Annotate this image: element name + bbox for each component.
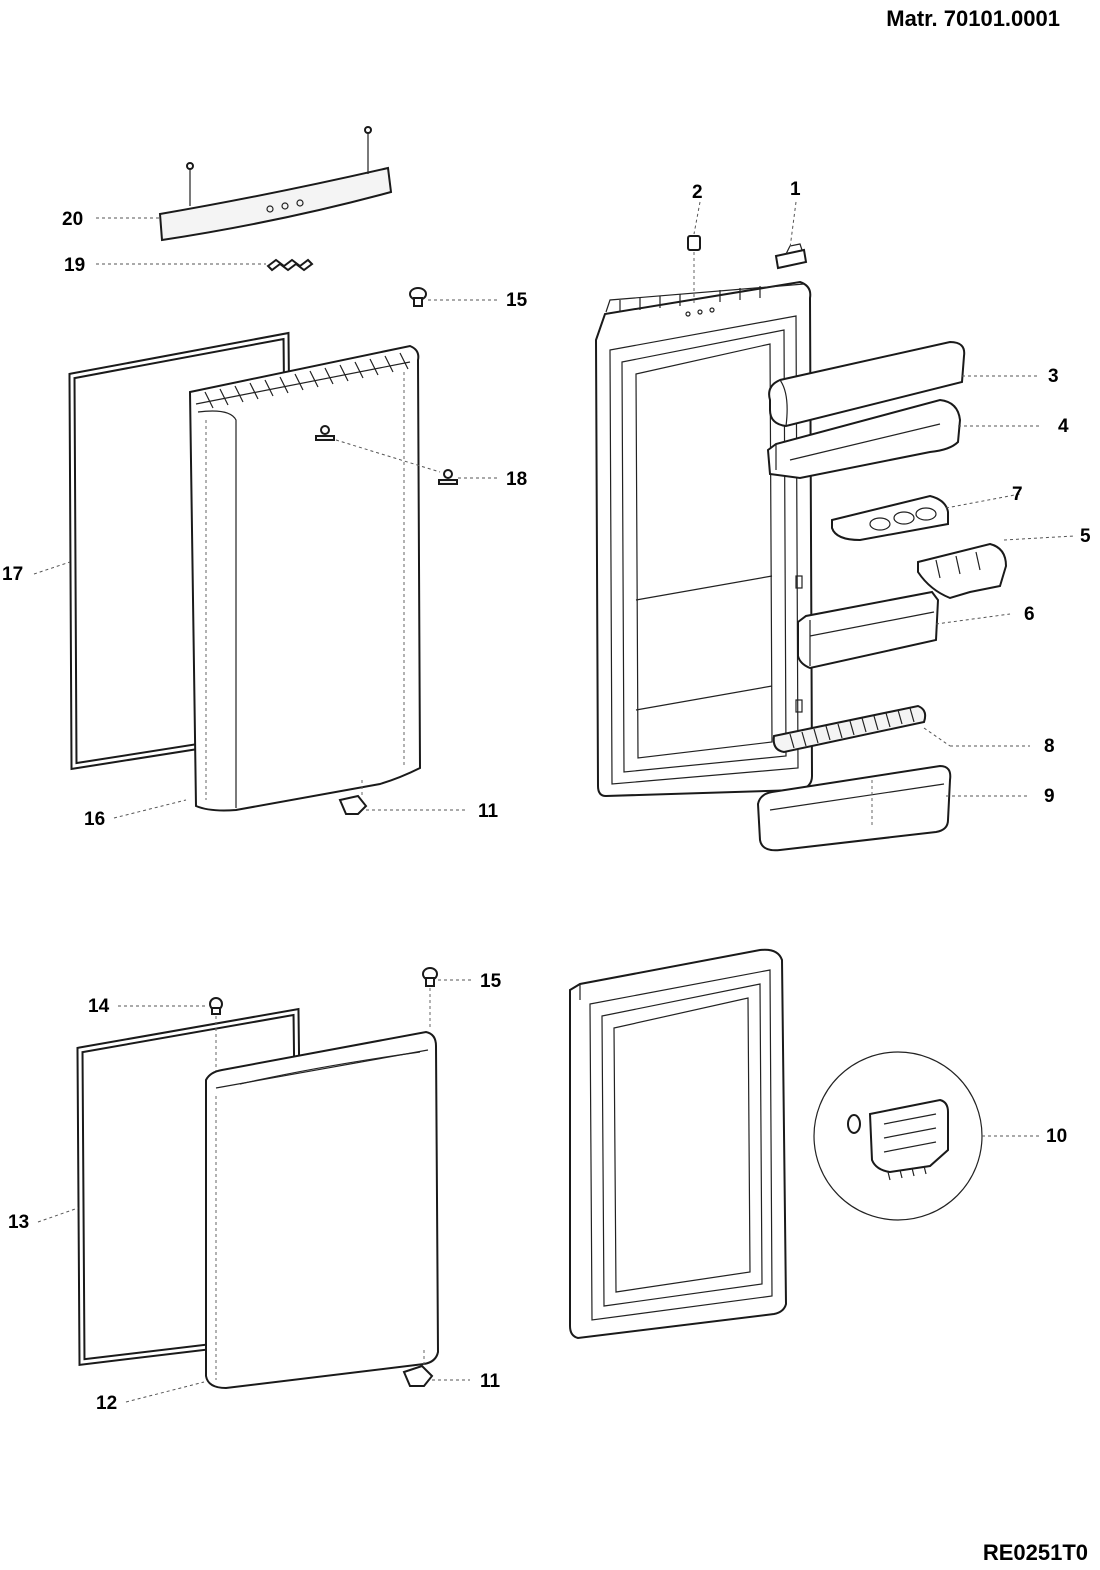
callout-9: 9 <box>1044 786 1055 807</box>
part-4-balcony-shelf <box>766 398 962 480</box>
callout-4: 4 <box>1058 416 1069 437</box>
part-19-handle-clip <box>266 258 314 272</box>
part-3-balcony-lid <box>768 340 966 428</box>
callout-16: 16 <box>84 809 105 830</box>
callout-14: 14 <box>88 996 110 1017</box>
part-11-hinge-bottom <box>402 1350 434 1387</box>
part-18-logo-mark <box>315 425 335 441</box>
part-9-bottle-balcony <box>756 764 952 852</box>
part-2-cap <box>687 235 701 251</box>
callout-labels: 1 2 3 4 5 6 7 8 9 10 11 11 12 13 14 15 1… <box>2 179 1091 1414</box>
part-6-door-balcony <box>797 590 940 670</box>
part-5-egg-holder <box>917 542 1008 600</box>
callout-6: 6 <box>1024 604 1035 625</box>
part-15-door-plug-top <box>409 287 427 307</box>
part-11-hinge-top <box>338 780 368 815</box>
callout-11-bottom: 11 <box>480 1371 501 1392</box>
callout-1: 1 <box>790 179 801 200</box>
callout-19: 19 <box>64 255 85 276</box>
part-8-bottle-holder <box>772 704 927 754</box>
callout-3: 3 <box>1048 366 1059 387</box>
callout-10: 10 <box>1046 1126 1067 1147</box>
part-16-fridge-door <box>188 344 422 812</box>
callout-7: 7 <box>1012 484 1023 505</box>
freezer-door-liner <box>569 948 788 1340</box>
callout-11-top: 11 <box>478 801 499 822</box>
leader-lines <box>33 201 1075 1403</box>
callout-12: 12 <box>96 1393 117 1414</box>
callout-15-top: 15 <box>506 290 528 311</box>
part-15-door-plug-bottom <box>422 967 438 1028</box>
part-12-freezer-door <box>205 1030 440 1390</box>
callout-20: 20 <box>62 209 83 230</box>
callout-13: 13 <box>8 1212 29 1233</box>
material-number: Matr. 70101.0001 <box>886 6 1060 31</box>
door-top-ribs <box>204 352 409 409</box>
callout-17: 17 <box>2 564 23 585</box>
fridge-door-liner <box>594 246 814 798</box>
callout-2: 2 <box>692 182 703 203</box>
part-10-ice-tray-detail <box>813 1051 983 1221</box>
callout-15-bottom: 15 <box>480 971 502 992</box>
callout-5: 5 <box>1080 526 1091 547</box>
part-7-egg-tray-cover <box>831 494 949 542</box>
part-1-clip <box>774 243 808 270</box>
part-18-handle-logo <box>335 439 458 485</box>
callout-18: 18 <box>506 469 527 490</box>
callout-8: 8 <box>1044 736 1055 757</box>
part-20-top-trim <box>158 126 393 242</box>
drawing-code: RE0251T0 <box>982 1540 1088 1565</box>
